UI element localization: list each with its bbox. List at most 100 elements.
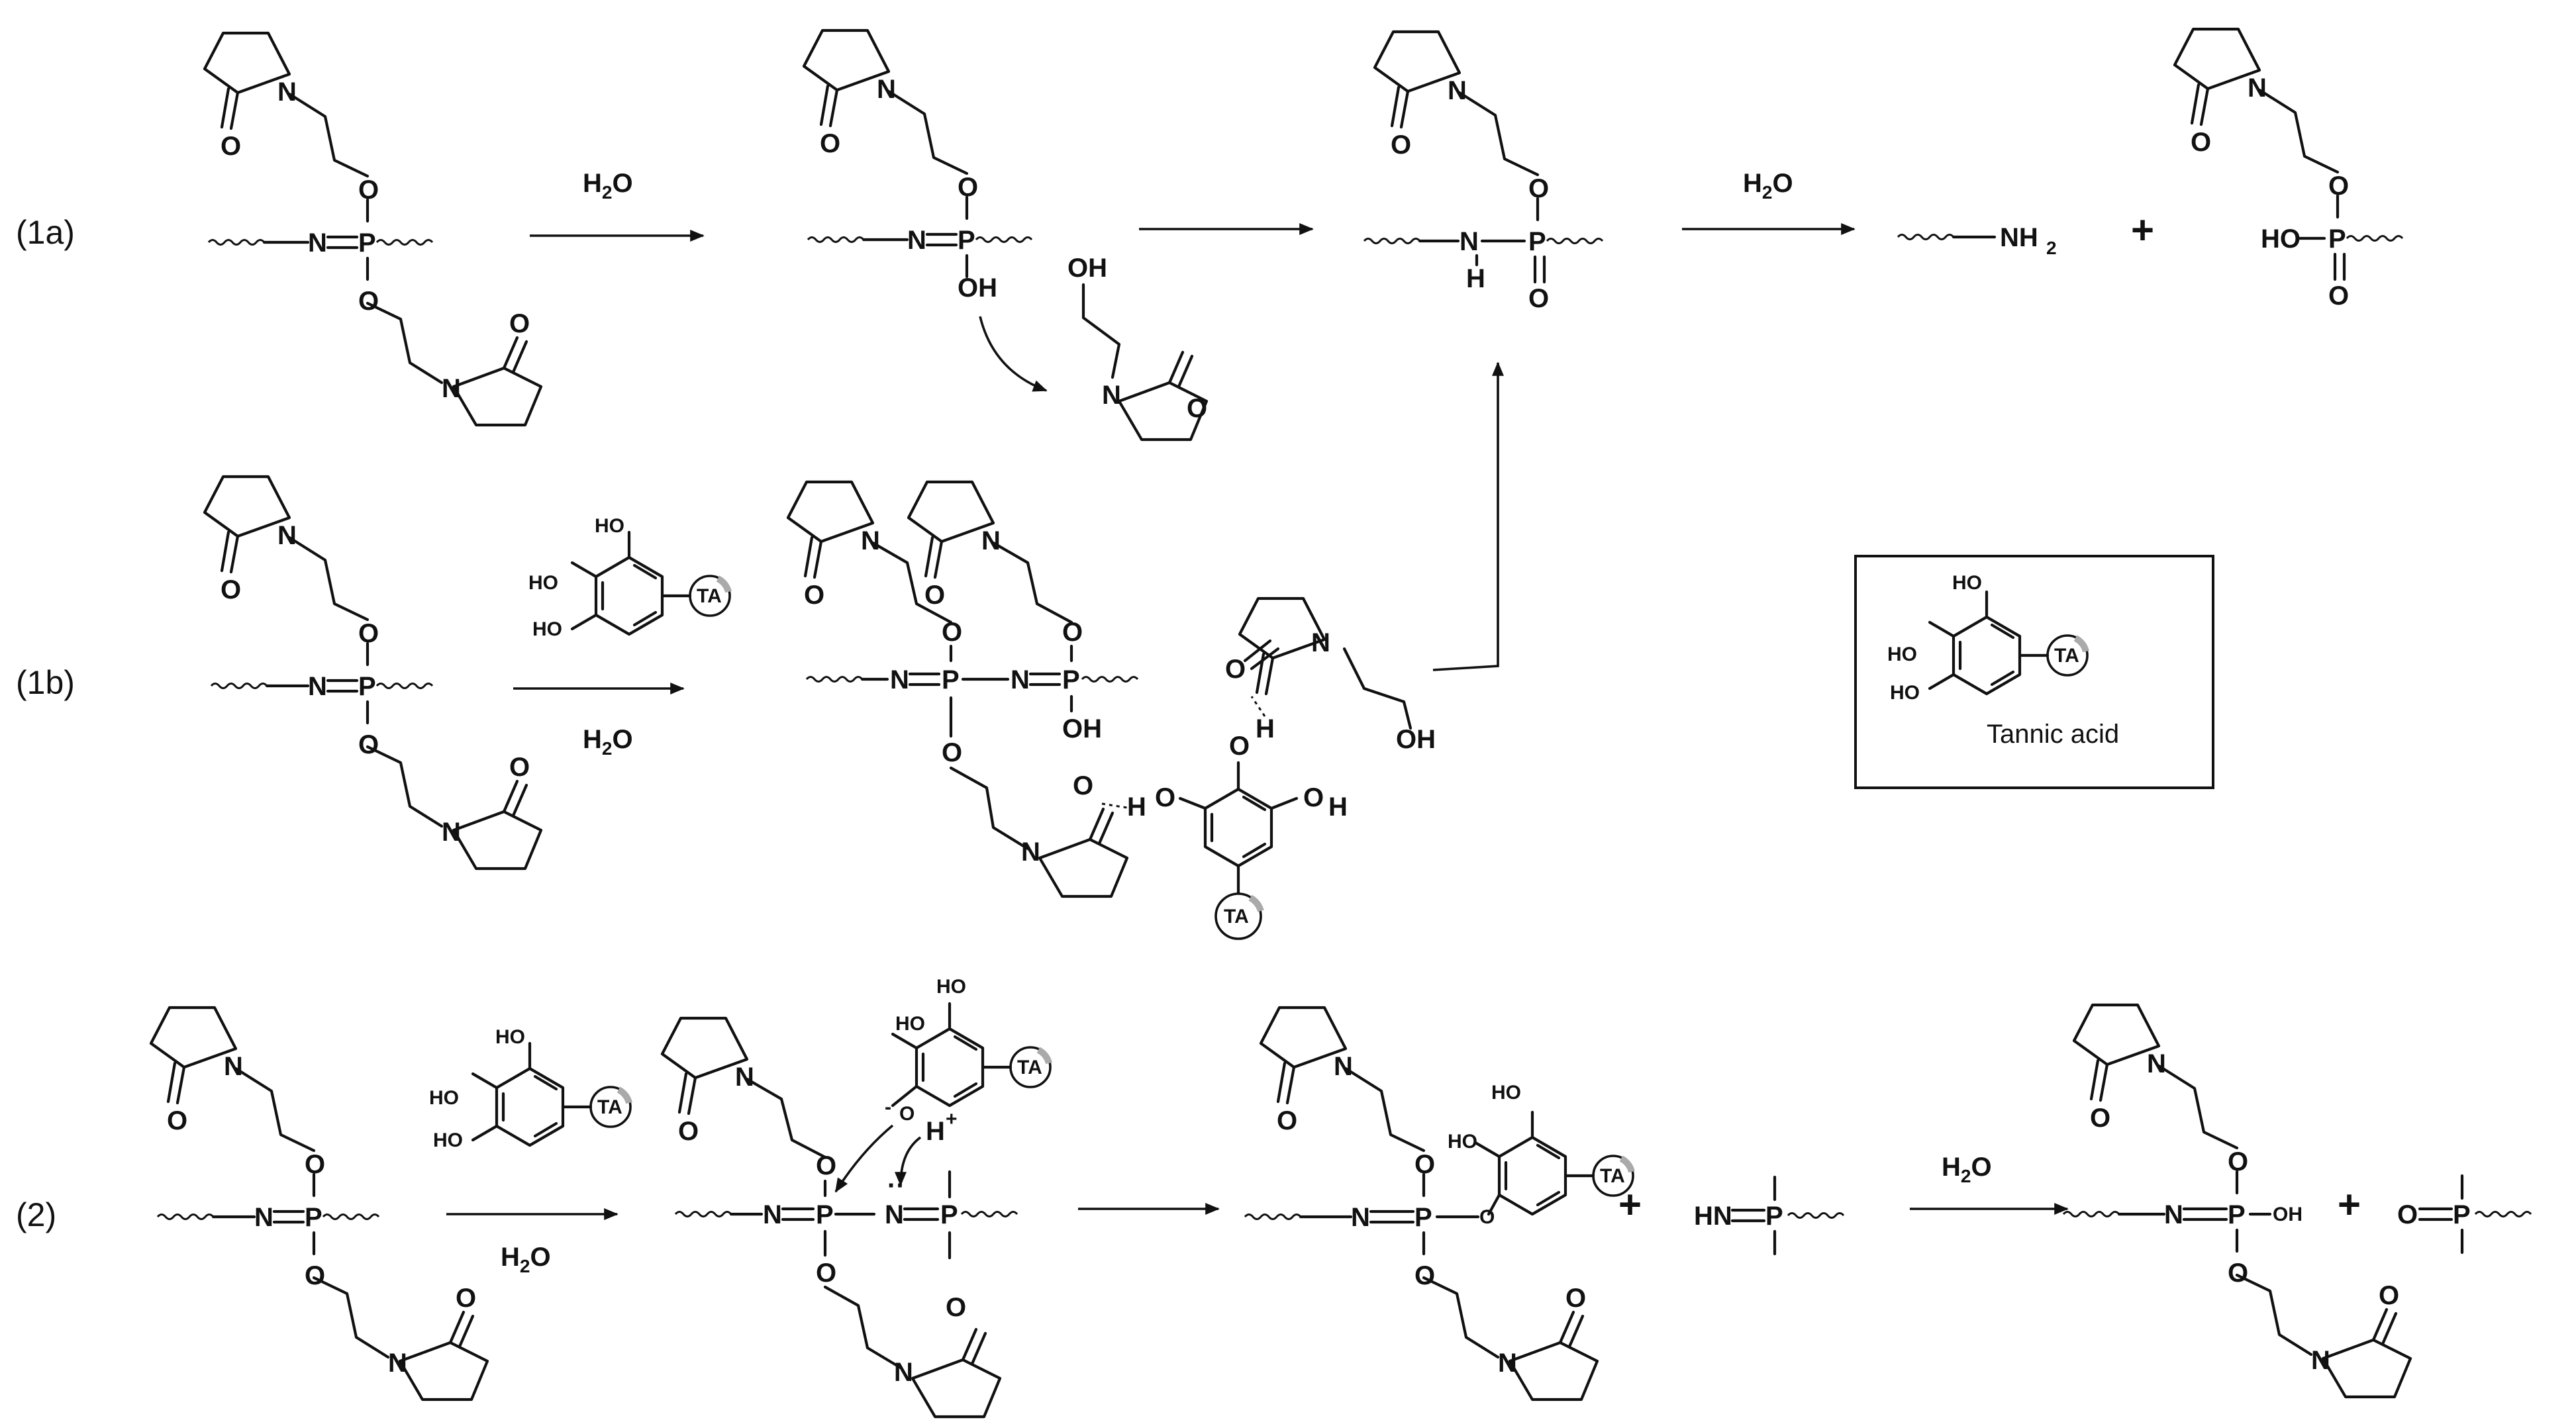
plus-1a: +: [2131, 208, 2154, 252]
svg-text:O: O: [942, 738, 962, 767]
svg-text:HO: HO: [1952, 572, 1982, 594]
svg-text:NH: NH: [2000, 223, 2038, 252]
svg-text:OH: OH: [958, 273, 997, 303]
svg-text:+: +: [946, 1108, 958, 1130]
tannic-acid-reagent-1b: HO HO HO TA: [528, 515, 730, 640]
svg-text:OH: OH: [1396, 725, 1436, 754]
label-1b: (1b): [16, 664, 75, 701]
svg-text:O: O: [2379, 1281, 2399, 1310]
svg-text:O: O: [1414, 1261, 1435, 1290]
svg-text:HO: HO: [2261, 224, 2301, 254]
svg-text:O: O: [305, 1261, 325, 1290]
svg-text:O: O: [509, 309, 530, 338]
svg-text:N: N: [2311, 1346, 2330, 1375]
svg-text:N: N: [861, 526, 880, 555]
svg-text:H: H: [1256, 714, 1275, 743]
svg-text:O: O: [1303, 783, 1324, 812]
svg-text:2: 2: [2046, 238, 2057, 258]
svg-text:OH: OH: [1067, 254, 1107, 283]
svg-text:TA: TA: [697, 585, 722, 607]
tannic-acid-reagent-2: HO HO HO TA: [429, 1026, 630, 1151]
svg-text:O: O: [358, 730, 379, 759]
svg-text:O: O: [2191, 128, 2211, 157]
svg-text:P: P: [2228, 1200, 2246, 1229]
svg-text:O: O: [456, 1284, 476, 1313]
svg-text:H: H: [1328, 792, 1348, 822]
reactant-1b: N P O O N O N O: [205, 477, 541, 869]
reagent-water-1b: H2O: [583, 725, 633, 759]
svg-text:H: H: [926, 1117, 945, 1146]
svg-text:N: N: [1498, 1349, 1517, 1378]
svg-text:N: N: [1448, 76, 1467, 105]
svg-text:HO: HO: [1491, 1082, 1521, 1104]
svg-text:P: P: [1765, 1202, 1783, 1231]
reactant-2: N P O O N O N O: [151, 1008, 487, 1400]
label-2: (2): [16, 1196, 56, 1233]
phosphate-fragment-1a: HO P O O N O: [2175, 29, 2404, 310]
svg-text:HO: HO: [429, 1087, 459, 1109]
svg-text:N: N: [981, 526, 1001, 555]
svg-text:HO: HO: [595, 515, 624, 537]
svg-text:N: N: [894, 1358, 913, 1387]
svg-text:HO: HO: [1890, 682, 1920, 704]
svg-text:N: N: [224, 1052, 243, 1081]
svg-text:O: O: [2397, 1200, 2418, 1229]
svg-text:N: N: [885, 1200, 904, 1229]
svg-text:N: N: [763, 1200, 782, 1229]
svg-text:N: N: [1460, 227, 1479, 256]
svg-text:N: N: [1334, 1052, 1353, 1081]
svg-text:O: O: [946, 1293, 966, 1322]
svg-text:O: O: [1187, 394, 1207, 423]
hbond-complex-1b: N P N P O N O O N O OH O N O TA O H O H …: [788, 482, 1436, 940]
svg-text:O: O: [358, 287, 379, 316]
svg-text:HO: HO: [936, 976, 966, 998]
tannic-acid-legend: HO HO HO TA Tannic acid: [1854, 555, 2214, 789]
svg-text:O: O: [167, 1106, 187, 1135]
svg-text:HO: HO: [532, 618, 562, 640]
svg-text:P: P: [305, 1203, 322, 1232]
svg-text:N: N: [2164, 1200, 2183, 1229]
svg-text:P: P: [940, 1200, 958, 1229]
svg-text:P: P: [2328, 224, 2346, 254]
final-product-2: N P OH O O N O N O: [2062, 1005, 2410, 1397]
reagent-water-2b: H2O: [1942, 1153, 1992, 1186]
svg-text:N: N: [1351, 1203, 1370, 1232]
svg-text:O: O: [678, 1117, 699, 1146]
svg-text:P: P: [942, 665, 960, 694]
svg-text:O: O: [804, 581, 824, 610]
reactant-1a: N P O O N O N O: [205, 33, 541, 425]
svg-text:N: N: [735, 1063, 754, 1092]
svg-text:O: O: [221, 132, 241, 161]
svg-text:N: N: [907, 226, 926, 255]
svg-text:O: O: [1155, 783, 1175, 812]
phosphoramidate-1a: N H P O O N O: [1363, 32, 1604, 313]
reagent-water-1a-2: H2O: [1743, 169, 1793, 203]
svg-text:N: N: [254, 1203, 273, 1232]
svg-text:-: -: [885, 1096, 891, 1118]
svg-text:O: O: [816, 1151, 836, 1180]
svg-text:N: N: [877, 75, 896, 104]
svg-text:P: P: [358, 228, 376, 258]
intermediate-1a: N P O N O OH: [804, 30, 1033, 303]
svg-text:N: N: [388, 1349, 407, 1378]
legend-caption: Tannic acid: [1987, 720, 2119, 749]
svg-text:HO: HO: [433, 1129, 463, 1151]
svg-text:N: N: [2248, 73, 2267, 103]
svg-text:··: ··: [887, 1171, 905, 1200]
svg-text:O: O: [221, 575, 241, 604]
svg-text:O: O: [1528, 284, 1549, 313]
svg-text:O: O: [2090, 1104, 2110, 1133]
svg-text:TA: TA: [2054, 645, 2079, 667]
phosphine-oxide-fragment: O P: [2397, 1174, 2532, 1255]
svg-text:TA: TA: [1224, 906, 1249, 927]
svg-text:P: P: [958, 226, 975, 255]
svg-text:O: O: [509, 753, 530, 782]
svg-text:N: N: [308, 228, 327, 258]
svg-text:TA: TA: [1017, 1057, 1042, 1078]
amine-fragment: NH 2: [1897, 223, 2057, 258]
svg-text:P: P: [358, 672, 376, 701]
svg-text:HO: HO: [895, 1013, 925, 1035]
svg-text:H: H: [1127, 792, 1146, 822]
svg-text:N: N: [442, 374, 461, 403]
attack-intermediate-2: N P N ·· P O N O O N O TA HO HO - O H +: [662, 976, 1052, 1417]
